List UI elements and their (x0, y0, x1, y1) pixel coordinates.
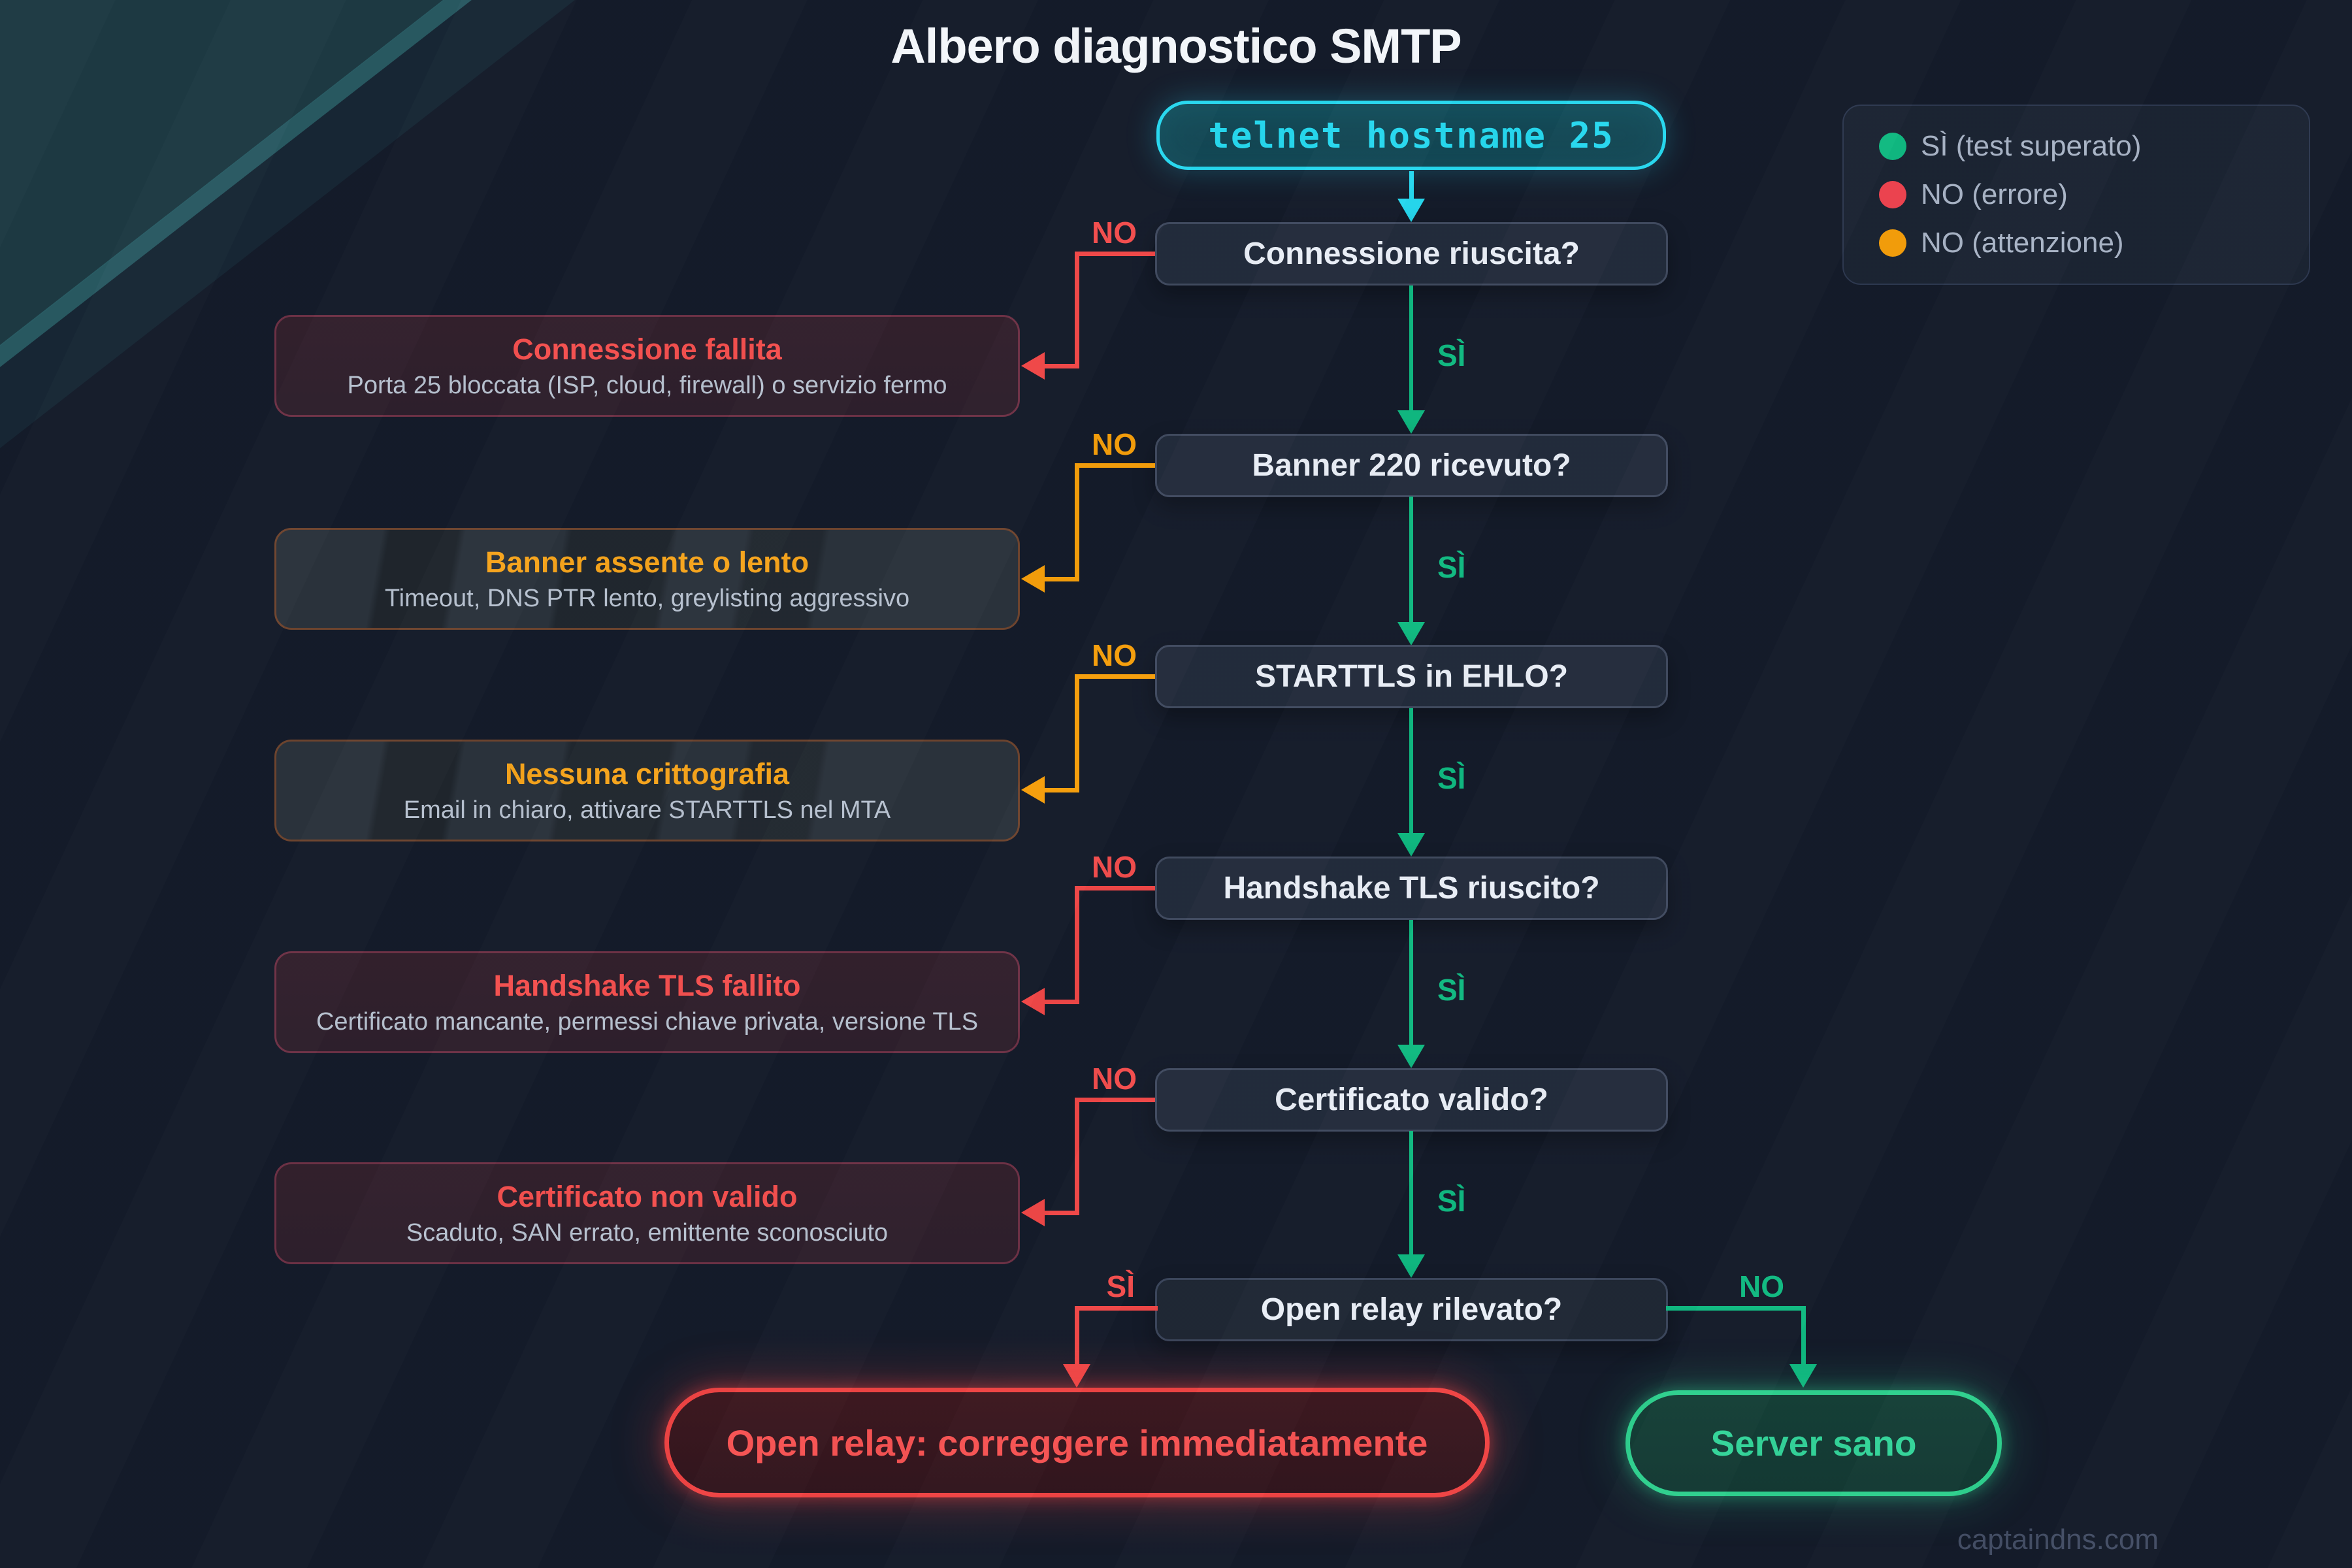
outcome-open-relay-fix: Open relay: correggere immediatamente (664, 1388, 1490, 1497)
arrowhead-left-icon (1021, 352, 1045, 380)
callout-title: Banner assente o lento (485, 545, 809, 579)
edge-label-yes: SÌ (1437, 1184, 1466, 1218)
question-node-2: Banner 220 ricevuto? (1155, 434, 1668, 497)
question-node-1: Connessione riuscita? (1155, 222, 1668, 286)
page-title: Albero diagnostico SMTP (890, 19, 1462, 73)
arrowhead-left-icon (1021, 1199, 1045, 1226)
legend-green-dot-icon (1879, 133, 1906, 160)
watermark: captaindns.com (1957, 1524, 2159, 1556)
arrowhead-left-icon (1021, 776, 1045, 804)
edge-label-yes: SÌ (1106, 1269, 1135, 1303)
callout-banner-missing: Banner assente o lento Timeout, DNS PTR … (274, 528, 1020, 630)
legend-label: NO (errore) (1921, 178, 2068, 210)
edge-label-no: NO (1092, 216, 1137, 250)
edge-q3-no-line (1045, 788, 1079, 792)
question-node-4: Handshake TLS riuscito? (1155, 857, 1668, 920)
question-node-3: STARTTLS in EHLO? (1155, 645, 1668, 708)
callout-desc: Timeout, DNS PTR lento, greylisting aggr… (384, 584, 910, 612)
edge-label-no: NO (1092, 427, 1137, 461)
callout-invalid-certificate: Certificato non valido Scaduto, SAN erra… (274, 1162, 1020, 1264)
edge-q3-no-line (1077, 674, 1155, 679)
edge-q4-no-line (1077, 886, 1155, 890)
edge-start-line (1409, 171, 1414, 200)
callout-desc: Porta 25 bloccata (ISP, cloud, firewall)… (347, 371, 947, 399)
edge-q1-no-line (1045, 364, 1079, 368)
edge-q3-yes-line (1409, 708, 1413, 833)
edge-label-no: NO (1092, 638, 1137, 672)
edge-q2-no-line (1075, 463, 1079, 581)
edge-label-yes: SÌ (1437, 761, 1466, 795)
edge-q5-yes-line (1409, 1131, 1413, 1254)
question-node-5: Certificato valido? (1155, 1068, 1668, 1132)
edge-q1-no-line (1077, 252, 1155, 256)
arrowhead-down-icon (1397, 833, 1425, 857)
legend-item-no-error: NO (errore) (1879, 180, 2309, 209)
edge-label-no: NO (1092, 850, 1137, 884)
callout-desc: Certificato mancante, permessi chiave pr… (316, 1007, 979, 1036)
edge-q1-yes-line (1409, 286, 1413, 410)
outcome-server-healthy: Server sano (1625, 1390, 2002, 1496)
callout-no-encryption: Nessuna crittografia Email in chiaro, at… (274, 740, 1020, 841)
arrowhead-down-icon (1397, 622, 1425, 645)
arrowhead-down-icon (1397, 1254, 1425, 1278)
edge-q4-no-line (1045, 1000, 1079, 1004)
legend-orange-dot-icon (1879, 229, 1906, 257)
arrowhead-left-icon (1021, 988, 1045, 1015)
arrowhead-down-icon (1397, 199, 1425, 222)
callout-connection-failed: Connessione fallita Porta 25 bloccata (I… (274, 315, 1020, 417)
edge-q6-no-line (1801, 1306, 1806, 1365)
callout-title: Nessuna crittografia (504, 757, 790, 791)
edge-q6-yes-line (1075, 1306, 1079, 1365)
arrowhead-down-icon (1397, 410, 1425, 434)
edge-q2-yes-line (1409, 497, 1413, 622)
start-node-telnet-command: telnet hostname 25 (1156, 101, 1666, 170)
arrowhead-down-icon (1063, 1364, 1090, 1388)
legend: SÌ (test superato) NO (errore) NO (atten… (1842, 105, 2310, 285)
arrowhead-left-icon (1021, 565, 1045, 593)
edge-q5-no-line (1077, 1098, 1155, 1102)
legend-red-dot-icon (1879, 181, 1906, 208)
edge-q6-no-line (1666, 1306, 1805, 1311)
edge-q5-no-line (1075, 1098, 1079, 1215)
question-node-6: Open relay rilevato? (1155, 1278, 1668, 1341)
edge-q2-no-line (1045, 577, 1079, 581)
edge-label-yes: SÌ (1437, 550, 1466, 584)
legend-item-no-warning: NO (attenzione) (1879, 229, 2309, 257)
callout-title: Handshake TLS fallito (493, 968, 801, 1002)
edge-label-no: NO (1739, 1269, 1784, 1303)
edge-label-yes: SÌ (1437, 973, 1466, 1007)
edge-q2-no-line (1077, 463, 1155, 468)
edge-q1-no-line (1075, 252, 1079, 368)
edge-label-yes: SÌ (1437, 338, 1466, 372)
callout-desc: Scaduto, SAN errato, emittente sconosciu… (406, 1218, 889, 1247)
edge-q6-yes-line (1077, 1306, 1158, 1311)
edge-q4-no-line (1075, 886, 1079, 1004)
callout-desc: Email in chiaro, attivare STARTTLS nel M… (403, 796, 891, 824)
callout-title: Connessione fallita (512, 332, 782, 366)
arrowhead-down-icon (1397, 1045, 1425, 1068)
edge-q3-no-line (1075, 674, 1079, 792)
edge-label-no: NO (1092, 1062, 1137, 1096)
callout-title: Certificato non valido (497, 1179, 798, 1213)
edge-q4-yes-line (1409, 920, 1413, 1045)
arrowhead-down-icon (1789, 1364, 1817, 1388)
legend-item-yes: SÌ (test superato) (1879, 132, 2309, 161)
legend-label: NO (attenzione) (1921, 227, 2124, 259)
edge-q5-no-line (1045, 1211, 1079, 1215)
callout-tls-handshake-failed: Handshake TLS fallito Certificato mancan… (274, 951, 1020, 1053)
legend-label: SÌ (test superato) (1921, 130, 2142, 162)
